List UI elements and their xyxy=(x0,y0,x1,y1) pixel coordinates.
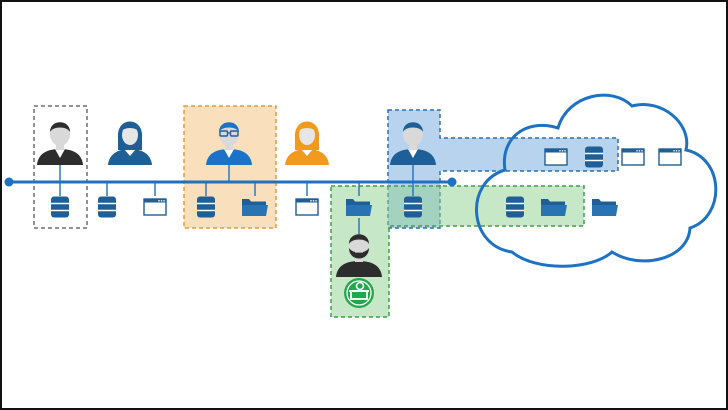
developer-user-icon xyxy=(206,122,252,165)
folder-icon xyxy=(592,199,618,216)
cloud-outline-icon xyxy=(475,93,718,268)
support-group-box xyxy=(330,185,585,318)
timeline-end-dot xyxy=(447,177,457,187)
window-icon xyxy=(544,148,568,166)
database-icon xyxy=(584,145,604,169)
database-icon xyxy=(97,195,117,219)
admin-group-box xyxy=(33,105,88,229)
cloud-user-icon xyxy=(390,122,436,165)
admin-user-icon xyxy=(37,122,83,165)
user-female-2-icon xyxy=(285,121,329,165)
user-female-1-icon xyxy=(108,121,152,165)
window-icon xyxy=(658,148,682,166)
database-icon xyxy=(196,195,216,219)
folder-icon xyxy=(346,199,372,216)
window-icon xyxy=(621,148,645,166)
window-icon xyxy=(295,198,319,216)
database-icon xyxy=(505,195,525,219)
folder-icon xyxy=(242,199,268,216)
support-user-icon xyxy=(336,234,382,277)
folder-icon xyxy=(541,199,567,216)
window-icon xyxy=(143,198,167,216)
connector-lines xyxy=(59,164,414,234)
timeline-start-dot xyxy=(4,177,14,187)
support-desk-icon xyxy=(344,278,374,308)
database-icon xyxy=(50,195,70,219)
cloud-user-group-box xyxy=(387,109,619,229)
database-icon xyxy=(403,195,423,219)
